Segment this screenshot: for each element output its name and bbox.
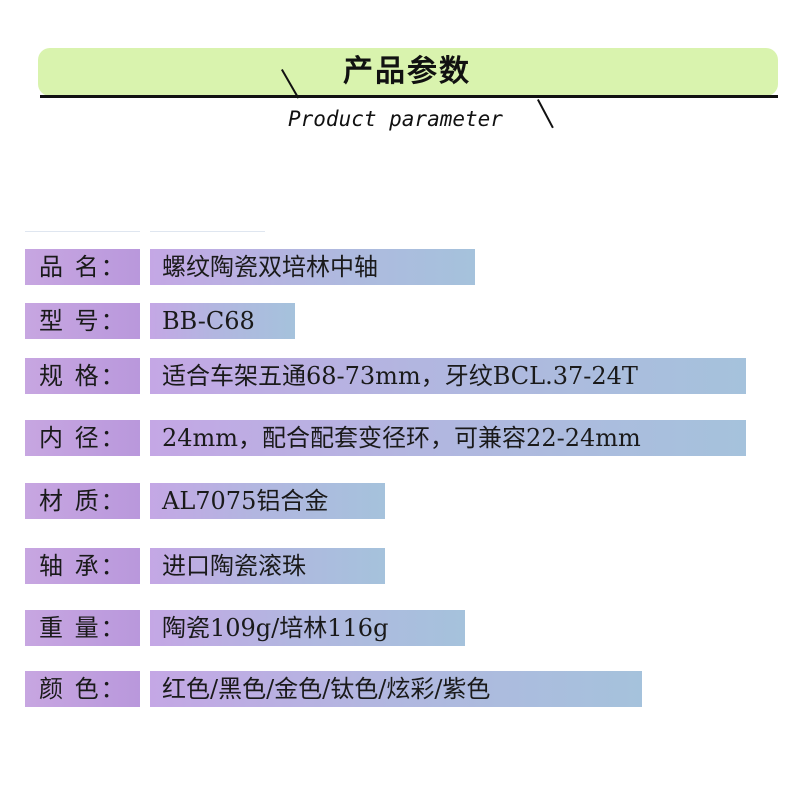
page-title: 产品参数 (343, 54, 471, 89)
divider-left (25, 231, 140, 232)
spec-value: 适合车架五通68-73mm，牙纹BCL.37-24T (162, 362, 638, 390)
spec-label-box: 品 名： (25, 249, 140, 285)
spec-value-box: 红色/黑色/金色/钛色/炫彩/紫色 (150, 671, 642, 707)
banner-underline (40, 95, 778, 98)
spec-value-box: 螺纹陶瓷双培林中轴 (150, 249, 475, 285)
decorative-slash-right (537, 99, 554, 129)
spec-value-box: AL7075铝合金 (150, 483, 385, 519)
spec-label: 重 量： (39, 614, 127, 642)
spec-value-box: 适合车架五通68-73mm，牙纹BCL.37-24T (150, 358, 746, 394)
spec-value: 24mm，配合配套变径环，可兼容22-24mm (162, 424, 641, 452)
spec-label: 型 号： (39, 307, 127, 335)
spec-value: 进口陶瓷滚珠 (162, 552, 306, 580)
spec-label: 颜 色： (39, 675, 127, 703)
spec-value-box: 进口陶瓷滚珠 (150, 548, 385, 584)
spec-label-box: 材 质： (25, 483, 140, 519)
spec-label-box: 轴 承： (25, 548, 140, 584)
spec-value-box: 陶瓷109g/培林116g (150, 610, 465, 646)
divider-right (150, 231, 265, 232)
spec-label-box: 型 号： (25, 303, 140, 339)
spec-label: 规 格： (39, 362, 127, 390)
spec-value: 螺纹陶瓷双培林中轴 (162, 253, 378, 281)
spec-value-box: 24mm，配合配套变径环，可兼容22-24mm (150, 420, 746, 456)
spec-label: 内 径： (39, 424, 127, 452)
spec-label-box: 重 量： (25, 610, 140, 646)
spec-label: 品 名： (39, 253, 127, 281)
page-subtitle: Product parameter (288, 107, 503, 131)
spec-value: AL7075铝合金 (162, 487, 329, 515)
spec-label-box: 规 格： (25, 358, 140, 394)
spec-value: 红色/黑色/金色/钛色/炫彩/紫色 (162, 675, 491, 703)
spec-value-box: BB-C68 (150, 303, 295, 339)
spec-label-box: 颜 色： (25, 671, 140, 707)
spec-label-box: 内 径： (25, 420, 140, 456)
spec-label: 材 质： (39, 487, 127, 515)
header-banner (38, 48, 778, 96)
spec-value: 陶瓷109g/培林116g (162, 614, 389, 642)
spec-value: BB-C68 (162, 307, 255, 335)
spec-label: 轴 承： (39, 552, 127, 580)
